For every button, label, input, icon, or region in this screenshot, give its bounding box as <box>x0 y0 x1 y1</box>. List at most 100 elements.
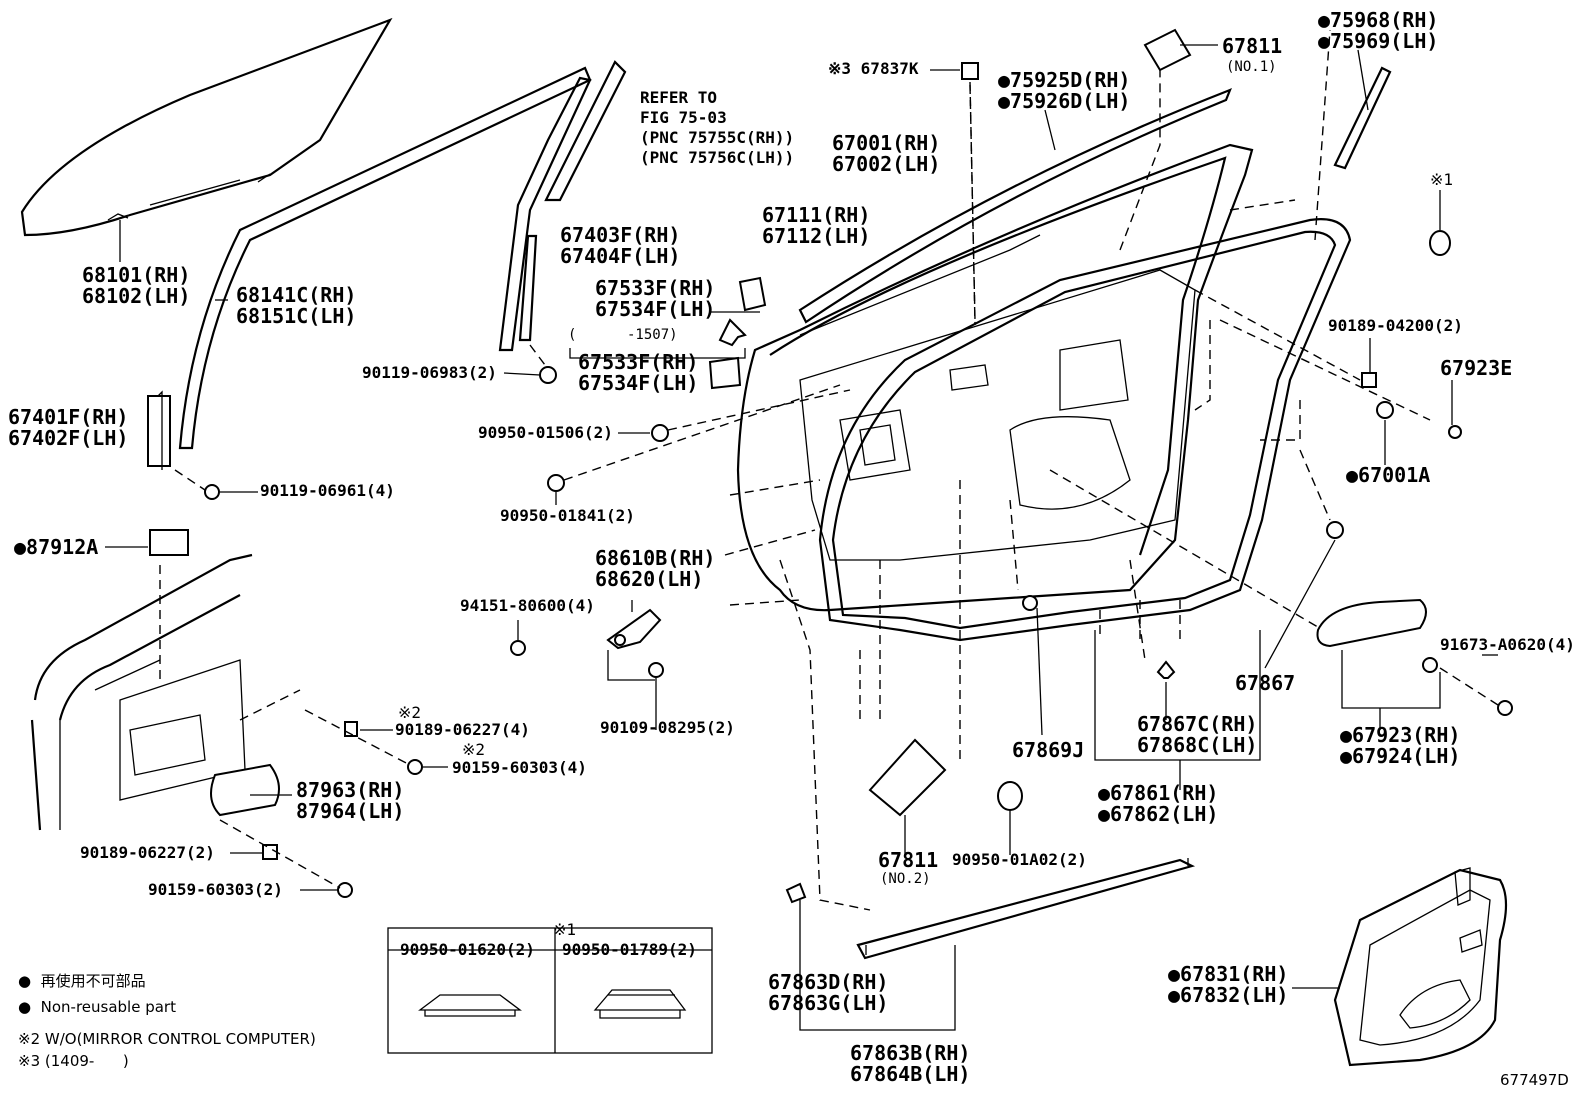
label-67923e: 67923E <box>1440 356 1513 380</box>
label-90109-08295: 90109-08295(2) <box>600 718 735 737</box>
label-67861: ●67861(RH) ●67862(LH) <box>1098 781 1219 826</box>
plug-table <box>387 927 713 1054</box>
label-67811-no1: 67811 <box>1222 34 1283 58</box>
label-90950-01506: 90950-01506(2) <box>478 423 613 442</box>
label-90189-06227-2: 90189-06227(2) <box>80 843 215 862</box>
label-67111: 67111(RH) 67112(LH) <box>762 203 871 248</box>
legend-jp: ● 再使用不可部品 <box>18 972 146 990</box>
label-94151-80600: 94151-80600(4) <box>460 596 595 615</box>
screw-91673 <box>1497 700 1513 716</box>
bolt-90159-60303-a <box>407 759 423 775</box>
label-67837k: ※3 67837K <box>828 59 919 78</box>
lower-weatherstrip <box>856 858 1196 960</box>
label-90189-06227-4: 90189-06227(4) <box>395 720 530 739</box>
label-67533f-upper: 67533F(RH) 67534F(LH) <box>595 276 716 321</box>
label-90189-04200: 90189-04200(2) <box>1328 316 1463 335</box>
door-inner-panel <box>799 269 1196 561</box>
label-67001a: ●67001A <box>1346 463 1431 487</box>
door-trim-panel <box>1333 868 1508 1067</box>
door-weatherstrip <box>818 218 1352 642</box>
body-pillar-inset <box>30 553 253 831</box>
arrow-up <box>718 318 747 347</box>
label-table-note1: ※1 <box>553 920 577 939</box>
nut-94151 <box>510 640 526 656</box>
plug-90950-01841 <box>547 474 565 492</box>
bolt-90109 <box>648 662 664 678</box>
division-bar-channel <box>498 76 592 352</box>
door-glass <box>20 17 393 237</box>
note3-text: ※3 (1409- ) <box>18 1052 129 1070</box>
label-75925d: ●75925D(RH) ●75926D(LH) <box>998 68 1131 113</box>
glass-bracket <box>107 173 271 221</box>
frame-moulding-rear <box>1333 66 1392 170</box>
plug-90950-01a02 <box>997 781 1023 811</box>
label-67867c: 67867C(RH) 67868C(LH) <box>1137 712 1258 757</box>
clip-67867 <box>1326 521 1344 539</box>
nut-90189-04200 <box>1361 372 1377 388</box>
pad-67533f-lower <box>708 356 742 390</box>
label-67811-no2: 67811 <box>878 848 939 872</box>
label-note2-b: ※2 <box>462 740 486 759</box>
clip-67863d <box>785 882 807 904</box>
seal-87912a <box>149 529 189 556</box>
bolt-90119-06961 <box>204 484 220 500</box>
legend-en: ● Non-reusable part <box>18 998 176 1016</box>
label-note1: ※1 <box>1430 170 1454 189</box>
bolt-67923e <box>1448 425 1462 439</box>
label-table-col1: 90950-01620(2) <box>400 940 535 959</box>
label-75968: ●75968(RH) ●75969(LH) <box>1318 8 1439 53</box>
label-67403f: 67403F(RH) 67404F(LH) <box>560 223 681 268</box>
door-frame <box>736 143 1254 612</box>
label-90159-60303-4: 90159-60303(4) <box>452 758 587 777</box>
label-68610b: 68610B(RH) 68620(LH) <box>595 546 716 591</box>
diagram-id: 677497D <box>1500 1071 1569 1089</box>
label-90950-01a02: 90950-01A02(2) <box>952 850 1087 869</box>
plug-90950-01789-drawing <box>593 989 687 1019</box>
note2-text: ※2 W/O(MIRROR CONTROL COMPUTER) <box>18 1030 316 1048</box>
label-91673-a0620: 91673-A0620(4) <box>1440 635 1575 654</box>
glass-run-channel <box>178 66 592 450</box>
label-table-col2: 90950-01789(2) <box>562 940 697 959</box>
label-67533f-lower: 67533F(RH) 67534F(LH) <box>578 350 699 395</box>
nut-90189-06227-b <box>262 844 278 860</box>
label-note2-a: ※2 <box>398 703 422 722</box>
label-67923: ●67923(RH) ●67924(LH) <box>1340 723 1461 768</box>
label-90159-60303-2: 90159-60303(2) <box>148 880 283 899</box>
clip-67837k <box>961 62 979 80</box>
division-bar-front <box>544 60 627 202</box>
label-range-1507: ( -1507) <box>568 327 678 343</box>
plug-90950-01620-drawing <box>418 994 522 1017</box>
label-67401f: 67401F(RH) 67402F(LH) <box>8 405 129 450</box>
label-refer-to-fig: REFER TO FIG 75-03 (PNC 75755C(RH)) (PNC… <box>640 88 795 167</box>
label-90119-06961: 90119-06961(4) <box>260 481 395 500</box>
belt-moulding-outer <box>798 88 1232 324</box>
clip-67869j <box>1022 595 1038 611</box>
label-68101: 68101(RH) 68102(LH) <box>82 263 191 308</box>
label-67867: 67867 <box>1235 671 1296 695</box>
clip-67867c <box>1156 660 1176 679</box>
label-67001: 67001(RH) 67002(LH) <box>832 131 941 176</box>
hole-plug <box>1429 230 1451 256</box>
pad-67533f-upper <box>738 276 767 312</box>
label-67831: ●67831(RH) ●67832(LH) <box>1168 962 1289 1007</box>
mirror-bracket <box>210 763 280 817</box>
label-68141c: 68141C(RH) 68151C(LH) <box>236 283 357 328</box>
trim-bracket <box>1316 598 1427 648</box>
clip-67001a <box>1376 401 1394 419</box>
label-87963: 87963(RH) 87964(LH) <box>296 778 405 823</box>
label-67869j: 67869J <box>1012 738 1085 762</box>
bolt-90159-60303-b <box>337 882 353 898</box>
label-67863d: 67863D(RH) 67863G(LH) <box>768 970 889 1015</box>
bolt-90119-06983 <box>539 366 557 384</box>
window-lift-bracket <box>147 395 171 467</box>
label-67811-no1-sub: (NO.1) <box>1226 59 1277 75</box>
pad-67811-no2 <box>868 738 947 817</box>
division-bar-rubber <box>518 234 538 342</box>
label-87912a: ●87912A <box>14 535 99 559</box>
label-67811-no2-sub: (NO.2) <box>880 871 931 887</box>
clip-91673 <box>1422 657 1438 673</box>
pad-67811-no1 <box>1143 28 1192 72</box>
grommet-90950-01506 <box>651 424 669 442</box>
